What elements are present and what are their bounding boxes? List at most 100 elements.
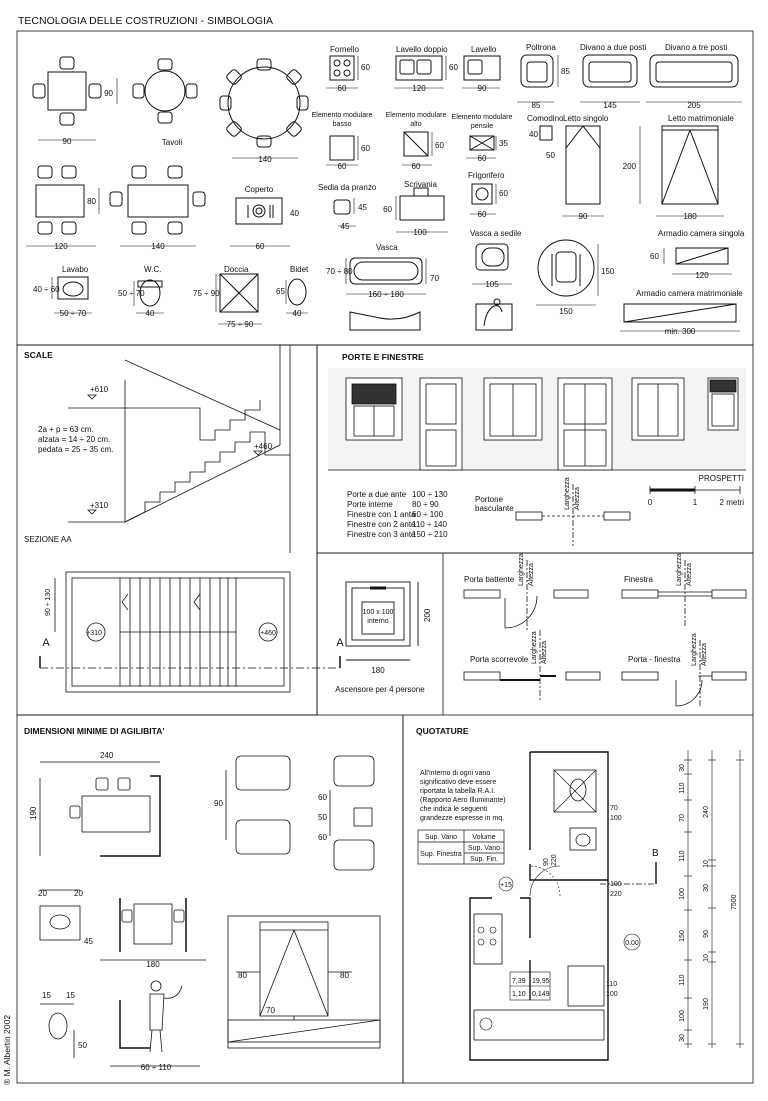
dim-letto-h: 200 bbox=[623, 162, 637, 171]
label-altezza-5: Altezza bbox=[701, 643, 708, 666]
svg-text:110 ÷ 140: 110 ÷ 140 bbox=[412, 520, 447, 529]
scale-tick-1: 1 bbox=[693, 498, 698, 507]
dim-poltrona-w: 85 bbox=[532, 101, 541, 110]
stair-plan bbox=[39, 571, 341, 693]
tables-group bbox=[32, 56, 309, 235]
rai-sup-vano: Sup. Vano bbox=[425, 834, 457, 841]
dim-vasca-h: 70 ÷ 80 bbox=[326, 267, 353, 276]
section-aa-label: SEZIONE AA bbox=[24, 535, 72, 544]
q-dim-100: 100 bbox=[610, 815, 622, 822]
rai-value-3: 1,10 bbox=[512, 991, 526, 998]
level-000: 0.00 bbox=[625, 940, 639, 947]
chain-outer-labels-label: 110 bbox=[679, 850, 686, 861]
floor-plan bbox=[469, 751, 657, 1061]
dim-armadio-w: 120 bbox=[695, 271, 709, 280]
dim-scrivania-h: 60 bbox=[383, 205, 392, 214]
label-lavabo: Lavabo bbox=[62, 265, 89, 274]
dim-frigo-h: 60 bbox=[499, 189, 508, 198]
chain-outer-labels-label: 150 bbox=[679, 930, 686, 942]
label-lavello-doppio: Lavello doppio bbox=[396, 45, 448, 54]
lift-inner-2: interno bbox=[367, 618, 389, 625]
label-armadio-singola: Armadio camera singola bbox=[658, 229, 745, 238]
note-line-5: che indica le seguenti bbox=[420, 806, 488, 813]
chain-inner-labels-label: 90 bbox=[703, 930, 710, 938]
note-line-1: All'interno di ogni vano bbox=[420, 770, 490, 777]
label-divano-3: Divano a tre posti bbox=[665, 43, 727, 52]
dim-agi-15b: 15 bbox=[66, 991, 75, 1000]
q-dim-70: 70 bbox=[610, 805, 618, 812]
rai-table bbox=[417, 829, 505, 865]
label-altezza-1: Altezza bbox=[574, 487, 581, 510]
lift bbox=[345, 581, 419, 661]
chain-inner-labels-label: 240 bbox=[703, 806, 710, 818]
chain-outer-labels-label: 100 bbox=[679, 1010, 686, 1022]
lift-dim-180: 180 bbox=[371, 666, 385, 675]
dim-120: 120 bbox=[54, 242, 68, 251]
section-agilita: DIMENSIONI MINIME DI AGILIBITA' bbox=[24, 726, 164, 736]
label-porta-battente: Porta battente bbox=[464, 575, 515, 584]
dim-letto-matr: 180 bbox=[683, 212, 697, 221]
plan-level-460: +460 bbox=[260, 630, 276, 637]
dim-total-7500: 7500 bbox=[731, 894, 738, 910]
scale-tick-0: 0 bbox=[648, 498, 653, 507]
dim-lavello-doppio: 120 bbox=[412, 84, 426, 93]
dim-agi-20b: 20 bbox=[74, 889, 83, 898]
label-portone-1: Portone bbox=[475, 495, 504, 504]
label-wc: W.C. bbox=[144, 265, 161, 274]
label-larghezza-5: Larghezza bbox=[691, 633, 698, 666]
svg-text:60 ÷ 100: 60 ÷ 100 bbox=[412, 510, 444, 519]
dim-agi-240: 240 bbox=[100, 751, 114, 760]
label-larghezza-1: Larghezza bbox=[564, 477, 571, 510]
dim-divano3: 205 bbox=[687, 101, 701, 110]
dim-agi-80b: 80 bbox=[340, 971, 349, 980]
dim-140-b: 140 bbox=[151, 242, 165, 251]
chain-outer-labels-label: 110 bbox=[679, 974, 686, 985]
label-armadio-matr: Armadio camera matrimoniale bbox=[636, 289, 743, 298]
label-larghezza-3: Larghezza bbox=[676, 553, 683, 586]
dim-doccia-h: 75 ÷ 90 bbox=[193, 289, 220, 298]
dim-em-basso-h: 60 bbox=[361, 144, 370, 153]
label-coperto: Coperto bbox=[245, 185, 274, 194]
section-scale: SCALE bbox=[24, 350, 53, 360]
note-line-3: riportata la tabella R.A.I. bbox=[420, 788, 495, 795]
label-lavello: Lavello bbox=[471, 45, 497, 54]
q-dim-100c: 100 bbox=[606, 991, 618, 998]
label-letto-matrimoniale: Letto matrimoniale bbox=[668, 114, 734, 123]
dim-agi-45: 45 bbox=[84, 937, 93, 946]
frame-middle-left bbox=[16, 344, 318, 716]
dim-poltrona-h: 85 bbox=[561, 67, 570, 76]
rai-value-1: 7,39 bbox=[512, 978, 526, 985]
dim-armadio-h: 60 bbox=[650, 252, 659, 261]
chain-outer-labels-label: 100 bbox=[679, 888, 686, 900]
label-scrivania: Scrivania bbox=[404, 180, 437, 189]
label-tavoli: Tavoli bbox=[162, 138, 183, 147]
label-prospetti: PROSPETTI bbox=[699, 474, 744, 483]
section-quotature: QUOTATURE bbox=[416, 726, 469, 736]
dim-bidet-w: 40 bbox=[293, 309, 302, 318]
dim-90: 90 bbox=[63, 137, 72, 146]
label-vasca-sedile: Vasca a sedile bbox=[470, 229, 522, 238]
dim-em-alto-h: 60 bbox=[435, 141, 444, 150]
label-em-basso-1: Elemento modulare bbox=[312, 112, 373, 119]
label-letto-singolo: Letto singolo bbox=[563, 114, 609, 123]
q-dim-100b: 100 bbox=[610, 881, 622, 888]
prospetti bbox=[328, 368, 746, 494]
dim-lavabo-w: 50 ÷ 70 bbox=[60, 309, 87, 318]
label-sedia: Sedia da pranzo bbox=[318, 183, 377, 192]
dimension-chains bbox=[684, 750, 744, 1048]
svg-text:Porte a due ante: Porte a due ante bbox=[347, 490, 407, 499]
dim-wc-h: 50 ÷ 70 bbox=[118, 289, 145, 298]
dim-vasca-sedile: 105 bbox=[485, 280, 499, 289]
svg-text:Porte interne: Porte interne bbox=[347, 500, 393, 509]
dim-90-b: 90 bbox=[104, 89, 113, 98]
axis-a-left: A bbox=[42, 637, 50, 649]
lift-dim-200: 200 bbox=[423, 608, 432, 622]
dim-fornello-w: 60 bbox=[338, 84, 347, 93]
label-porta-finestra: Porta - finestra bbox=[628, 655, 681, 664]
dim-agi-70: 70 bbox=[266, 1006, 275, 1015]
rai-volume: Volume bbox=[472, 834, 495, 841]
page-title: TECNOLOGIA DELLE COSTRUZIONI - SIMBOLOGI… bbox=[18, 15, 273, 27]
svg-text:80 ÷ 90: 80 ÷ 90 bbox=[412, 500, 439, 509]
